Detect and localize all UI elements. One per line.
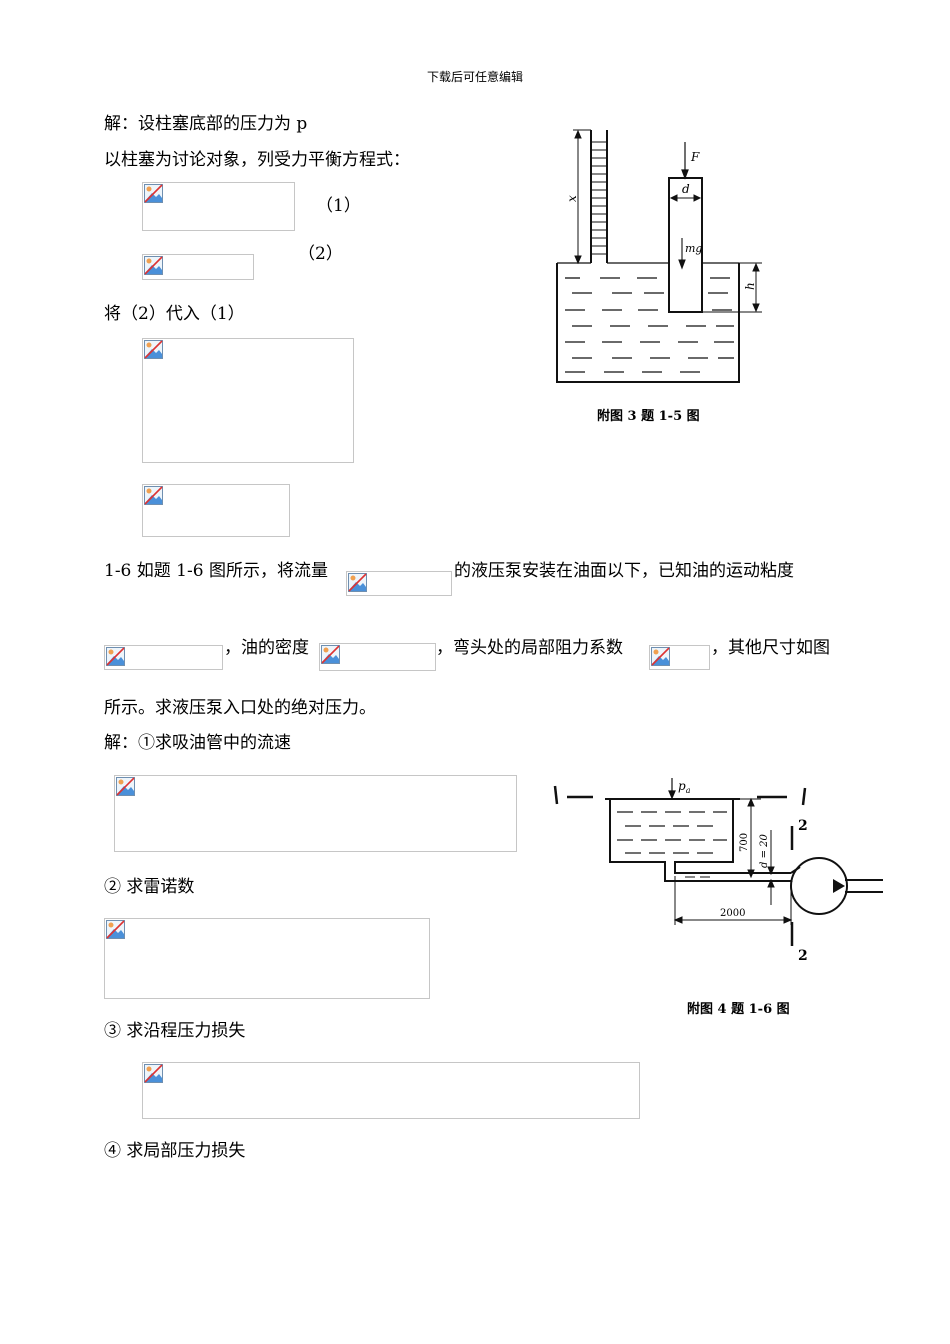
flow-rate-formula-image bbox=[346, 571, 452, 596]
label-F: F bbox=[690, 150, 700, 164]
label-section-2-top: 2 bbox=[798, 818, 808, 834]
resistance-coefficient-image bbox=[649, 645, 710, 670]
label-700: 700 bbox=[739, 833, 750, 852]
equation-3-image bbox=[142, 338, 354, 463]
broken-image-icon bbox=[144, 184, 163, 203]
viscosity-formula-image bbox=[104, 645, 223, 670]
equation-2-number: （2） bbox=[298, 244, 343, 264]
problem-1-6-text-f: 所示。求液压泵入口处的绝对压力。 bbox=[104, 698, 376, 718]
figure-4-pump-diagram: pa 700 d = 20 2000 2 2 bbox=[553, 778, 883, 964]
step-1-heading: 解：①求吸油管中的流速 bbox=[104, 733, 291, 753]
step-4-heading: ④ 求局部压力损失 bbox=[104, 1141, 246, 1161]
label-x: x bbox=[565, 195, 579, 202]
label-section-2-bottom: 2 bbox=[798, 948, 808, 964]
equation-2-image bbox=[142, 254, 254, 280]
velocity-formula-image bbox=[114, 775, 517, 852]
broken-image-icon bbox=[144, 256, 163, 275]
broken-image-icon bbox=[321, 645, 340, 664]
broken-image-icon bbox=[651, 647, 670, 666]
problem-1-6-text-c: ，油的密度 bbox=[224, 638, 309, 658]
label-d20: d = 20 bbox=[759, 834, 770, 869]
broken-image-icon bbox=[144, 1064, 163, 1083]
broken-image-icon bbox=[144, 486, 163, 505]
problem-1-6-text-e: ，其他尺寸如图 bbox=[711, 638, 830, 658]
broken-image-icon bbox=[106, 920, 125, 939]
substitute-text: 将（2）代入（1） bbox=[104, 304, 245, 324]
solution-intro: 解：设柱塞底部的压力为 p bbox=[104, 114, 308, 134]
broken-image-icon bbox=[348, 573, 367, 592]
equation-1-number: （1） bbox=[316, 196, 361, 216]
force-balance-text: 以柱塞为讨论对象，列受力平衡方程式： bbox=[104, 150, 410, 170]
step-3-heading: ③ 求沿程压力损失 bbox=[104, 1021, 246, 1041]
friction-loss-formula-image bbox=[142, 1062, 640, 1119]
equation-4-image bbox=[142, 484, 290, 537]
label-mg: mg bbox=[685, 242, 702, 255]
figure-4-caption: 附图 4 题 1-6 图 bbox=[687, 1002, 790, 1017]
label-d: d bbox=[682, 182, 690, 196]
broken-image-icon bbox=[144, 340, 163, 359]
step-2-heading: ② 求雷诺数 bbox=[104, 877, 195, 897]
problem-1-6-text-b: 的液压泵安装在油面以下，已知油的运动粘度 bbox=[454, 561, 794, 581]
broken-image-icon bbox=[116, 777, 135, 796]
broken-image-icon bbox=[106, 647, 125, 666]
equation-1-image bbox=[142, 182, 295, 231]
figure-3-plunger-diagram: F d mg x h bbox=[556, 129, 762, 383]
label-pa: pa bbox=[678, 779, 691, 795]
problem-1-6-text-a: 1-6 如题 1-6 图所示，将流量 bbox=[104, 561, 328, 581]
figure-3-caption: 附图 3 题 1-5 图 bbox=[597, 409, 700, 424]
reynolds-formula-image bbox=[104, 918, 430, 999]
problem-1-6-text-d: ，弯头处的局部阻力系数 bbox=[436, 638, 623, 658]
label-2000: 2000 bbox=[720, 908, 745, 919]
page-header: 下载后可任意编辑 bbox=[426, 70, 523, 84]
density-formula-image bbox=[319, 643, 436, 671]
label-h: h bbox=[743, 282, 757, 290]
